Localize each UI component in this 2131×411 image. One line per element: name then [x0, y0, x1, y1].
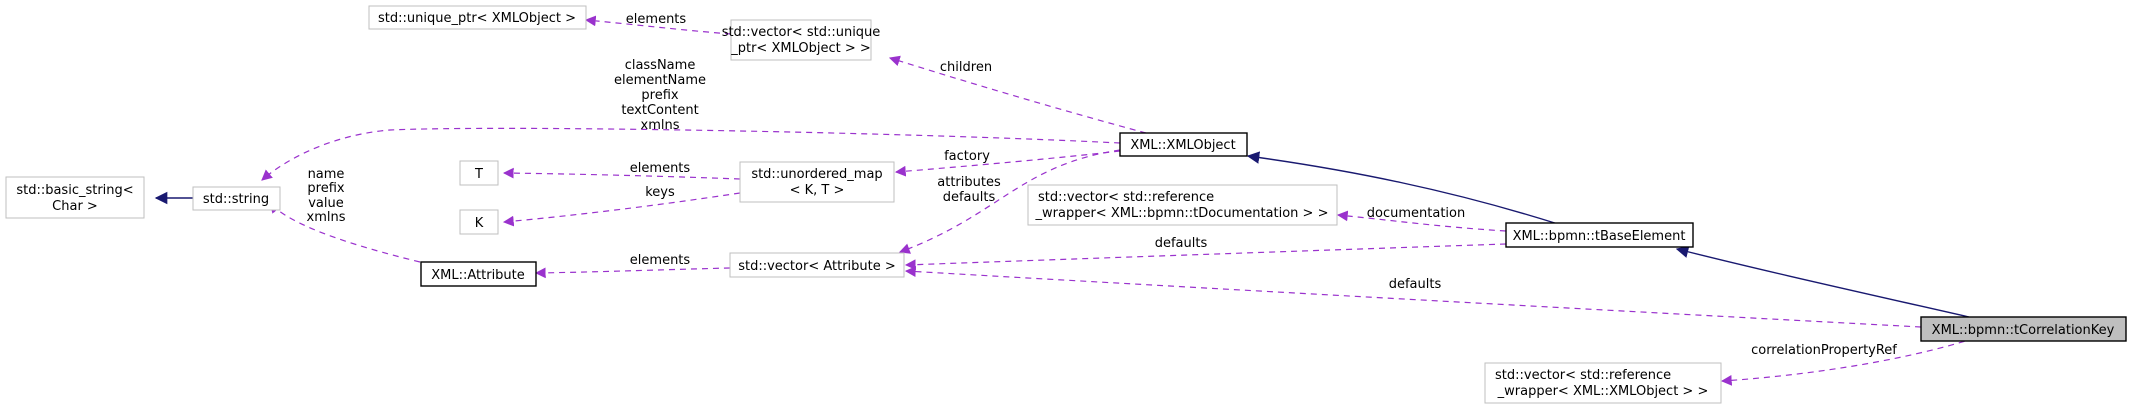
node-unordered-map-line1: std::unordered_map — [751, 167, 882, 182]
node-t[interactable]: T — [459, 160, 499, 186]
label-xmlobject-attributes-0: attributes — [937, 175, 1001, 190]
edge-k-keys — [502, 192, 741, 227]
node-vector-doc-ref[interactable]: std::vector< std::reference _wrapper< XM… — [1027, 184, 1338, 226]
edge-base-defaults — [904, 243, 1507, 271]
node-xml-object-label: XML::XMLObject — [1130, 138, 1235, 153]
node-vector-xmlobject-ref-line2: _wrapper< XML::XMLObject > > — [1497, 384, 1709, 399]
node-basic-string[interactable]: std::basic_string< Char > — [5, 176, 145, 219]
node-unique-ptr-label: std::unique_ptr< XMLObject > — [378, 11, 576, 26]
node-attribute[interactable]: XML::Attribute — [420, 261, 537, 287]
label-string-member-4: xmlns — [641, 118, 680, 133]
node-basic-string-line1: std::basic_string< — [16, 183, 133, 198]
edge-inherit-xmlobject — [1246, 151, 1559, 225]
label-xmlobject-attributes-1: defaults — [943, 190, 996, 205]
label-attribute-elements: elements — [630, 253, 691, 268]
node-base-element-label: XML::bpmn::tBaseElement — [1513, 229, 1686, 244]
node-vector-unique-ptr-line1: std::vector< std::unique — [722, 25, 881, 40]
node-t-label: T — [474, 167, 483, 182]
node-vector-doc-ref-line1: std::vector< std::reference — [1038, 190, 1214, 205]
node-correlation-key[interactable]: XML::bpmn::tCorrelationKey — [1920, 316, 2127, 342]
label-string-member-2: prefix — [641, 88, 678, 103]
edge-documentation — [1336, 210, 1507, 232]
edge-string-members — [261, 127, 1121, 181]
edge-attribute-elements — [534, 267, 731, 279]
node-vector-unique-ptr[interactable]: std::vector< std::unique _ptr< XMLObject… — [722, 19, 881, 61]
node-k-label: K — [475, 216, 484, 231]
label-unique-ptr-elements: elements — [626, 12, 687, 27]
node-xml-object[interactable]: XML::XMLObject — [1119, 132, 1248, 157]
node-k[interactable]: K — [459, 209, 499, 235]
edge-t-elements — [502, 167, 741, 180]
node-basic-string-line2: Char > — [52, 199, 98, 214]
edge-children — [888, 55, 1147, 134]
label-attribute-member-1: prefix — [307, 181, 344, 196]
label-children: children — [940, 60, 992, 75]
node-vector-attribute-label: std::vector< Attribute > — [738, 259, 896, 274]
node-vector-attribute[interactable]: std::vector< Attribute > — [729, 252, 905, 278]
label-factory: factory — [944, 149, 990, 164]
label-base-defaults: defaults — [1155, 236, 1208, 251]
node-vector-xmlobject-ref[interactable]: std::vector< std::reference _wrapper< XM… — [1484, 362, 1722, 404]
edge-key-defaults — [904, 266, 1922, 328]
label-string-member-0: className — [625, 58, 696, 73]
label-t-elements: elements — [630, 161, 691, 176]
label-attribute-member-2: value — [308, 196, 344, 211]
node-vector-doc-ref-line2: _wrapper< XML::bpmn::tDocumentation > > — [1035, 206, 1329, 221]
label-k-keys: keys — [645, 185, 675, 200]
label-string-member-1: elementName — [614, 73, 706, 88]
node-base-element[interactable]: XML::bpmn::tBaseElement — [1505, 222, 1694, 248]
label-key-defaults: defaults — [1389, 277, 1442, 292]
node-vector-xmlobject-ref-line1: std::vector< std::reference — [1495, 368, 1671, 383]
edge-xmlobject-attributes — [898, 149, 1121, 254]
node-correlation-key-label: XML::bpmn::tCorrelationKey — [1932, 323, 2115, 338]
label-attribute-member-0: name — [308, 167, 345, 182]
label-documentation: documentation — [1367, 206, 1465, 221]
edge-inherit-base-element — [1675, 245, 1970, 318]
label-string-member-3: textContent — [621, 103, 698, 118]
node-unordered-map[interactable]: std::unordered_map < K, T > — [739, 161, 895, 203]
label-correlation-property-ref: correlationPropertyRef — [1751, 343, 1897, 358]
node-string[interactable]: std::string — [192, 186, 281, 211]
label-attribute-member-3: xmlns — [307, 210, 346, 225]
node-string-label: std::string — [203, 192, 269, 207]
node-unique-ptr[interactable]: std::unique_ptr< XMLObject > — [368, 5, 587, 30]
node-vector-unique-ptr-line2: _ptr< XMLObject > > — [730, 41, 871, 56]
edge-factory — [894, 150, 1121, 177]
edge-attribute-string-members — [269, 202, 421, 263]
node-attribute-label: XML::Attribute — [431, 268, 525, 283]
node-unordered-map-line2: < K, T > — [790, 183, 845, 198]
